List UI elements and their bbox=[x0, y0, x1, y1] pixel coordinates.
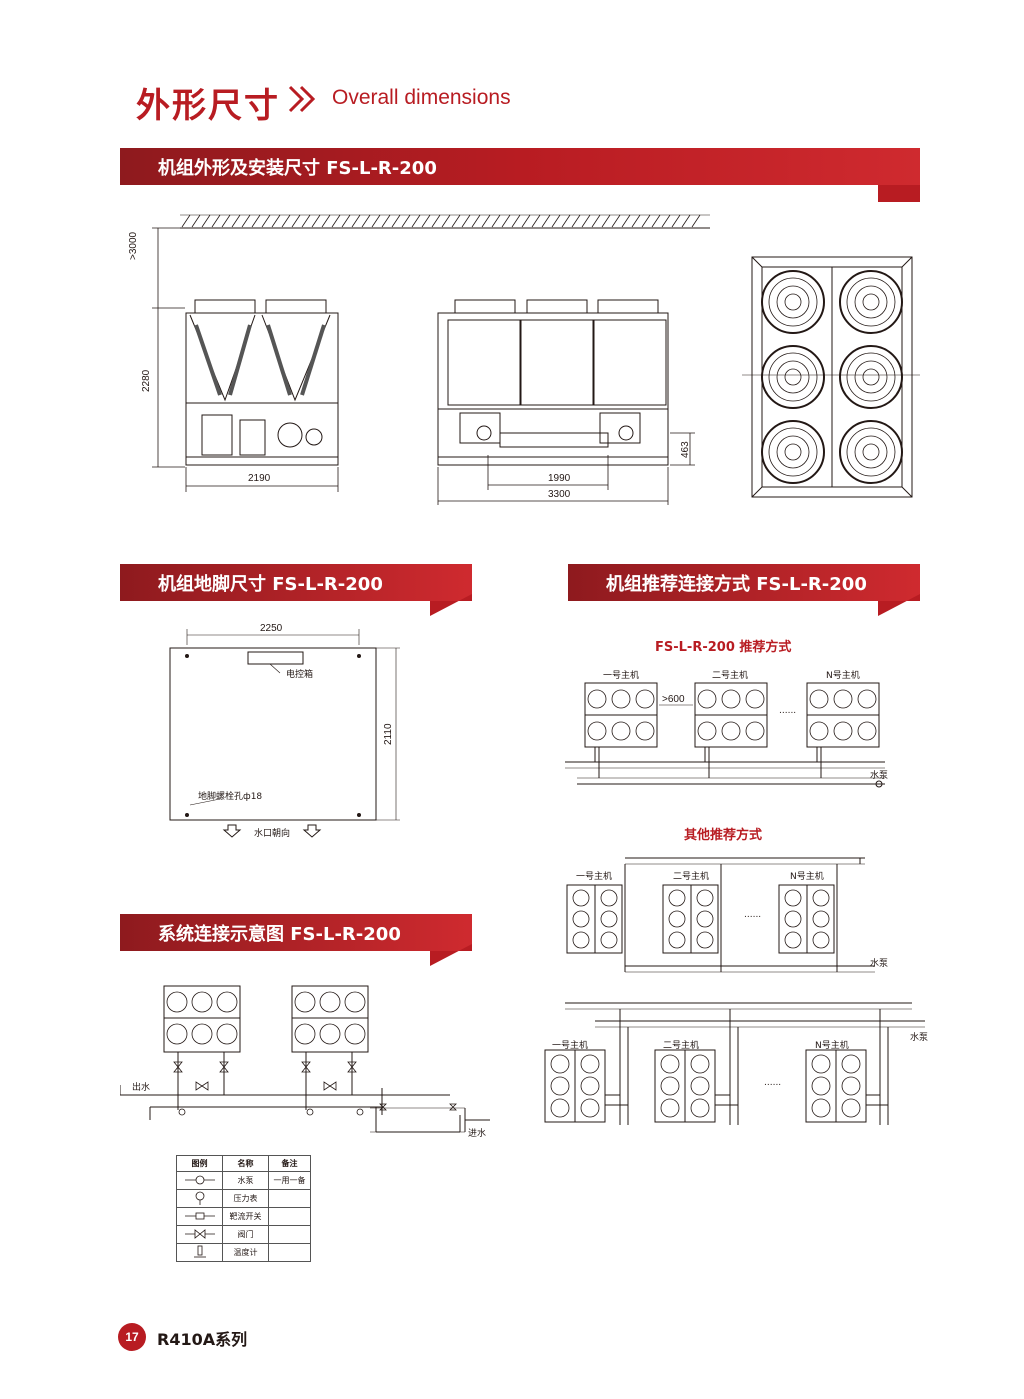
recommended-layout-3 bbox=[544, 1002, 925, 1125]
legend-header-note: 备注 bbox=[268, 1155, 311, 1172]
unit-label-2c: 二号主机 bbox=[663, 1041, 700, 1051]
ceiling-hatch bbox=[180, 214, 710, 229]
fan-icon bbox=[761, 420, 825, 484]
dim-total-length: 3300 bbox=[548, 489, 571, 500]
dim-side-width: 2190 bbox=[248, 473, 271, 484]
section-bar-system: 系统连接示意图 FS-L-R-200 bbox=[120, 914, 472, 966]
valve-symbol-icon bbox=[176, 1225, 223, 1244]
ellipsis-2: ...... bbox=[744, 910, 762, 920]
legend-row: 压力表 bbox=[176, 1189, 311, 1208]
legend-name: 靶流开关 bbox=[222, 1207, 269, 1226]
section-title-foundation: 机组地脚尺寸 FS-L-R-200 bbox=[158, 574, 383, 595]
legend-row: 阀门 bbox=[176, 1225, 311, 1244]
unit-outline-drawings bbox=[152, 214, 920, 505]
section-title-recommended: 机组推荐连接方式 FS-L-R-200 bbox=[606, 574, 867, 595]
down-arrow-icon bbox=[222, 824, 322, 838]
legend-header-name: 名称 bbox=[222, 1155, 269, 1172]
unit-label-n: N号主机 bbox=[826, 671, 860, 681]
fan-icon bbox=[839, 345, 903, 409]
page-title-en: Overall dimensions bbox=[332, 86, 511, 109]
pump-symbol-icon bbox=[176, 1171, 223, 1190]
side-view-unit bbox=[185, 299, 339, 466]
front-view-unit bbox=[437, 299, 669, 466]
section-bar-dimensions: 机组外形及安装尺寸 FS-L-R-200 bbox=[120, 148, 920, 202]
fan-icon bbox=[761, 270, 825, 334]
legend-name: 水泵 bbox=[222, 1171, 269, 1190]
page-title-cn: 外形尺寸 bbox=[136, 86, 280, 126]
label-water-direction: 水口朝向 bbox=[254, 829, 291, 839]
unit-label-nb: N号主机 bbox=[790, 872, 824, 882]
foundation-drawing bbox=[169, 629, 400, 838]
unit-label-nc: N号主机 bbox=[815, 1041, 849, 1051]
unit-label-1c: 一号主机 bbox=[552, 1041, 589, 1051]
recommended-subtitle: FS-L-R-200 推荐方式 bbox=[655, 640, 792, 655]
recommended-layout-1 bbox=[565, 682, 885, 788]
label-pump-1: 水泵 bbox=[870, 771, 889, 781]
ellipsis-3: ...... bbox=[764, 1078, 782, 1088]
unit-label-2b: 二号主机 bbox=[673, 872, 710, 882]
section-bar-recommended: 机组推荐连接方式 FS-L-R-200 bbox=[568, 564, 920, 616]
legend-note bbox=[268, 1207, 311, 1226]
fan-icons bbox=[587, 689, 877, 741]
unit-label-1: 一号主机 bbox=[603, 671, 640, 681]
fan-icon bbox=[839, 420, 903, 484]
legend-row: 水泵 一用一备 bbox=[176, 1171, 311, 1190]
label-water-in: 进水 bbox=[468, 1129, 487, 1139]
legend-note bbox=[268, 1243, 311, 1262]
label-spacing: >600 bbox=[662, 694, 685, 705]
recommended-layout-2 bbox=[566, 857, 875, 973]
section-bar-foundation: 机组地脚尺寸 FS-L-R-200 bbox=[120, 564, 472, 616]
dim-foundation-width: 2250 bbox=[260, 623, 283, 634]
legend-table: 图例 名称 备注 水泵 一用一备 压力表 靶流开关 阀门 温度计 bbox=[176, 1155, 311, 1262]
legend-row: 靶流开关 bbox=[176, 1207, 311, 1226]
legend-note: 一用一备 bbox=[268, 1171, 311, 1190]
legend-row: 温度计 bbox=[176, 1243, 311, 1262]
ellipsis-1: ...... bbox=[779, 706, 797, 716]
label-pump-3: 水泵 bbox=[910, 1033, 929, 1043]
section-title-dimensions: 机组外形及安装尺寸 FS-L-R-200 bbox=[158, 158, 437, 179]
pressure-gauge-icon bbox=[178, 1108, 364, 1116]
dim-clearance: >3000 bbox=[128, 231, 139, 260]
flow-switch-symbol-icon bbox=[176, 1207, 223, 1226]
other-subtitle: 其他推荐方式 bbox=[684, 828, 763, 843]
unit-label-1b: 一号主机 bbox=[576, 872, 613, 882]
dim-foundation-depth: 2110 bbox=[383, 723, 394, 745]
legend-header-symbol: 图例 bbox=[176, 1155, 223, 1172]
fan-grid bbox=[761, 270, 903, 484]
pressure-gauge-symbol-icon bbox=[176, 1189, 223, 1208]
label-control-box: 电控箱 bbox=[286, 670, 314, 680]
legend-name: 压力表 bbox=[222, 1189, 269, 1208]
legend-name: 阀门 bbox=[222, 1225, 269, 1244]
page-number-badge: 17 bbox=[118, 1323, 146, 1351]
series-label: R410A系列 bbox=[157, 1330, 248, 1349]
dim-base-height: 463 bbox=[680, 441, 691, 458]
label-pump-2: 水泵 bbox=[870, 959, 889, 969]
fan-icon bbox=[839, 270, 903, 334]
dim-inner-length: 1990 bbox=[548, 473, 571, 484]
unit-label-2: 二号主机 bbox=[712, 671, 749, 681]
fan-icon bbox=[761, 345, 825, 409]
valve-icon bbox=[173, 1061, 457, 1111]
section-title-system: 系统连接示意图 FS-L-R-200 bbox=[158, 924, 401, 945]
legend-note bbox=[268, 1189, 311, 1208]
legend-name: 温度计 bbox=[222, 1243, 269, 1262]
thermometer-symbol-icon bbox=[176, 1243, 223, 1262]
double-chevron-icon bbox=[288, 85, 316, 113]
label-bolt-hole: 地脚螺栓孔ф18 bbox=[198, 792, 263, 802]
dim-height: 2280 bbox=[141, 369, 152, 392]
legend-note bbox=[268, 1225, 311, 1244]
label-water-out: 出水 bbox=[132, 1083, 151, 1093]
system-schematic bbox=[120, 985, 490, 1133]
